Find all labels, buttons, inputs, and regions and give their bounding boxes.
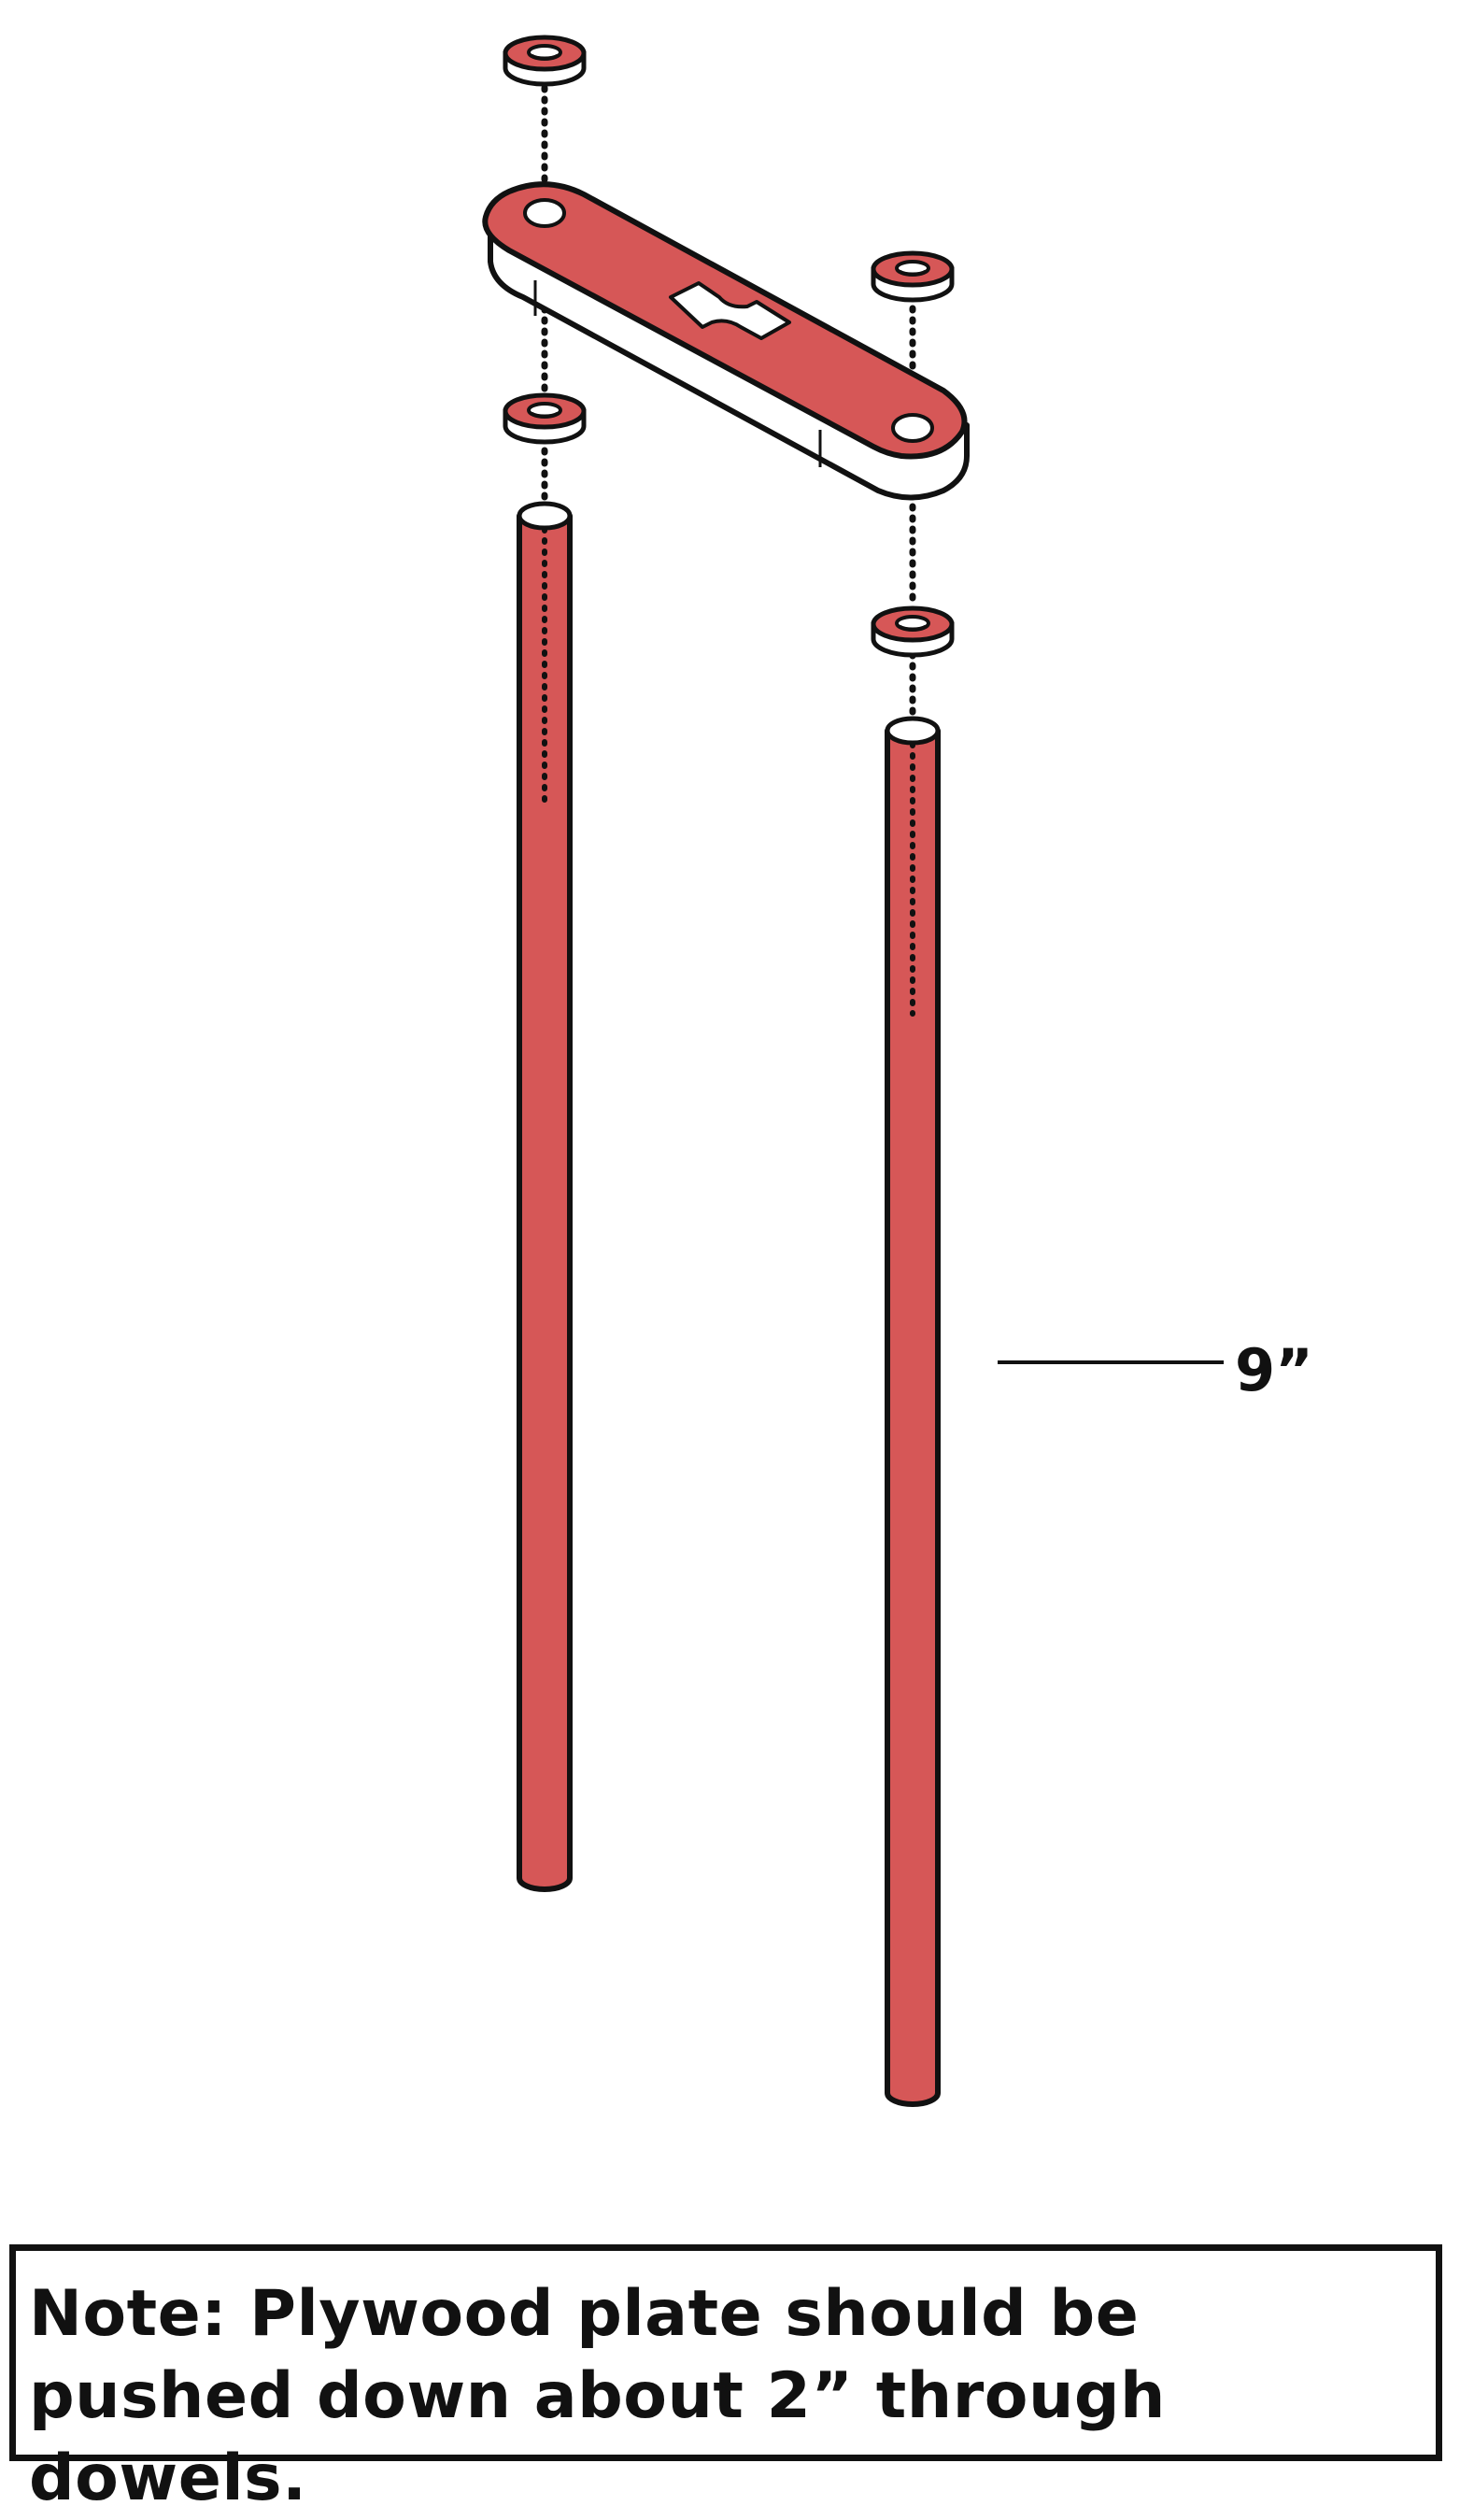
washer-right-top — [873, 253, 952, 300]
note-text: Note: Plywood plate should be pushed dow… — [29, 2277, 1166, 2515]
note-box: Note: Plywood plate should be pushed dow… — [9, 2244, 1442, 2515]
dimension-label: 9” — [1235, 1336, 1313, 1404]
dowel-left — [517, 501, 573, 1892]
washer-left-bottom — [505, 395, 584, 442]
dowel-right — [885, 716, 941, 2107]
plywood-plate — [482, 181, 970, 501]
washer-right-bottom — [873, 608, 952, 655]
washer-left-top — [505, 37, 584, 84]
